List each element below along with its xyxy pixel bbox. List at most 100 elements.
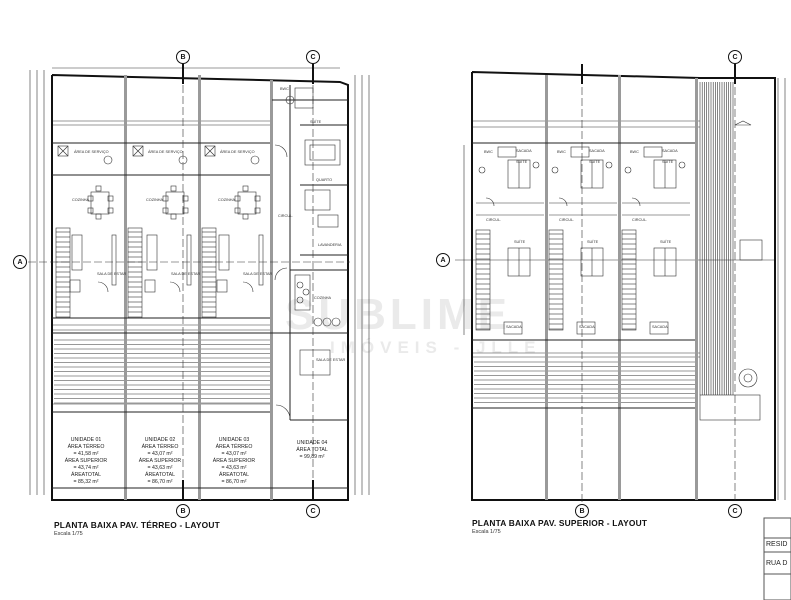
unit-area-line: = 85,32 m²: [73, 479, 99, 485]
room-label-suite: SUÍTE: [587, 240, 599, 244]
room-label-living: SALA DE ESTAR: [171, 272, 201, 276]
staircase: [127, 227, 143, 319]
grid-marker-a-upper: A: [436, 253, 450, 267]
unit-area-line: = 43,07 m²: [221, 451, 247, 457]
roof-hatch: [474, 361, 695, 403]
tv-rack: [111, 234, 117, 286]
room-label-bedroom: QUARTO: [316, 178, 333, 182]
unit-area-line: = 86,70 m²: [147, 479, 173, 485]
grid-marker-letter: A: [17, 258, 23, 266]
chair: [242, 185, 249, 192]
drawing-title-ground: PLANTA BAIXA PAV. TÉRREO - LAYOUT: [54, 520, 220, 530]
interior-walls: [52, 85, 348, 489]
room-label-circulation: CIRCUL.: [278, 214, 294, 218]
unit-area-line: = 41,58 m²: [73, 451, 99, 457]
room-label-suite: SUÍTE: [516, 160, 528, 164]
room-label-balcony: SACADA: [516, 149, 532, 153]
party-wall: [545, 75, 548, 500]
stairs-upper: [475, 229, 637, 331]
unit-area-line: = 43,74 m²: [73, 465, 99, 471]
washer: [57, 145, 69, 157]
grid-marker-b-top-ground: B: [176, 50, 190, 64]
grid-marker-b-bottom-upper: B: [575, 504, 589, 518]
roof-strip: [699, 82, 761, 421]
unit-area-line: ÁREA TÉRREO: [67, 444, 105, 450]
chair: [107, 207, 114, 214]
door-swings: [97, 144, 291, 420]
grid-marker-letter: B: [579, 507, 585, 515]
room-label-balcony: SACADA: [589, 149, 605, 153]
dining-table: [165, 191, 185, 215]
staircase: [55, 227, 71, 319]
room-label-service: ÁREA DE SERVIÇO: [148, 150, 183, 154]
staircase: [621, 229, 637, 331]
upper-rooms: [476, 146, 690, 335]
room-label-bath: BWC: [557, 150, 566, 154]
grid-marker-b-bottom-ground: B: [176, 504, 190, 518]
room-label-living: SALA DE ESTAR: [316, 358, 346, 362]
chair: [87, 195, 94, 202]
room-label-suite: SUÍTE: [662, 160, 674, 164]
unit-02-label: UNIDADE 02 ÁREA TÉRREO = 43,07 m² ÁREA S…: [134, 437, 186, 486]
party-wall: [124, 75, 127, 500]
room-label-laundry: LAVANDERIA: [318, 243, 342, 247]
unit-area-line: ÁREA SUPERIOR: [64, 458, 108, 464]
title-block: [763, 517, 791, 600]
room-label-suite: SUÍTE: [310, 120, 322, 124]
room-label-kitchen: COZINHA: [146, 198, 164, 202]
unit-area-line: ÁREA SUPERIOR: [138, 458, 182, 464]
sofa: [218, 234, 230, 271]
room-label-service: ÁREA DE SERVIÇO: [74, 150, 109, 154]
room-label-balcony: SACADA: [662, 149, 678, 153]
party-wall: [618, 75, 621, 500]
unit-area-line: = 43,63 m²: [147, 465, 173, 471]
ground-floor-plan: [28, 63, 370, 503]
grid-marker-letter: B: [180, 507, 186, 515]
room-label-suite: SUÍTE: [589, 160, 601, 164]
watermark-logo: SUBLIME: [285, 290, 511, 339]
drawing-scale-ground: Escala 1/75: [54, 531, 83, 537]
room-label-balcony: SACADA: [506, 325, 522, 329]
sofa: [71, 234, 83, 271]
party-wall: [198, 75, 201, 500]
dining-table: [237, 191, 257, 215]
watermark-subtitle: IMÓVEIS - JLLE: [330, 338, 542, 357]
unit-name: UNIDADE 04: [296, 440, 328, 446]
chair: [234, 195, 241, 202]
title-block-row-2: RUA D: [766, 560, 788, 568]
grid-marker-letter: C: [310, 53, 316, 61]
room-label-living: SALA DE ESTAR: [243, 272, 273, 276]
drawing-title-upper: PLANTA BAIXA PAV. SUPERIOR - LAYOUT: [472, 518, 648, 528]
dimension-lines-right: [455, 78, 786, 500]
room-label-suite: SUÍTE: [514, 240, 526, 244]
party-wall: [270, 80, 273, 500]
water-tank: [739, 239, 763, 261]
room-label-circulation: CIRCUL.: [559, 218, 575, 222]
staircase: [475, 229, 491, 331]
grid-marker-letter: B: [180, 53, 186, 61]
grid-marker-a-ground: A: [13, 255, 27, 269]
staircase: [548, 229, 564, 331]
tv-rack: [186, 234, 192, 286]
dining-table: [90, 191, 110, 215]
unit-area-line: = 99,89 m²: [299, 454, 325, 460]
room-label-kitchen: COZINHA: [72, 198, 90, 202]
chair: [254, 207, 261, 214]
upper-floor-plan: [455, 64, 786, 505]
chair: [254, 195, 261, 202]
unit-area-line: ÁREA TOTAL: [296, 447, 328, 453]
grid-marker-c-bottom-ground: C: [306, 504, 320, 518]
grid-marker-c-top-upper: C: [728, 50, 742, 64]
unit-area-line: ÁREATOTAL: [219, 472, 249, 478]
chair: [87, 207, 94, 214]
room-label-bath: BWC: [484, 150, 493, 154]
grid-marker-letter: C: [732, 53, 738, 61]
chair: [95, 185, 102, 192]
room-label-suite: SUÍTE: [660, 240, 672, 244]
unit-area-line: = 86,70 m²: [221, 479, 247, 485]
room-label-kitchen: COZINHA: [314, 296, 332, 300]
grid-marker-letter: C: [732, 507, 738, 515]
room-label-living: SALA DE ESTAR: [97, 272, 127, 276]
title-block-row-1: RESID: [766, 541, 788, 549]
lot-boundary: [51, 74, 349, 501]
